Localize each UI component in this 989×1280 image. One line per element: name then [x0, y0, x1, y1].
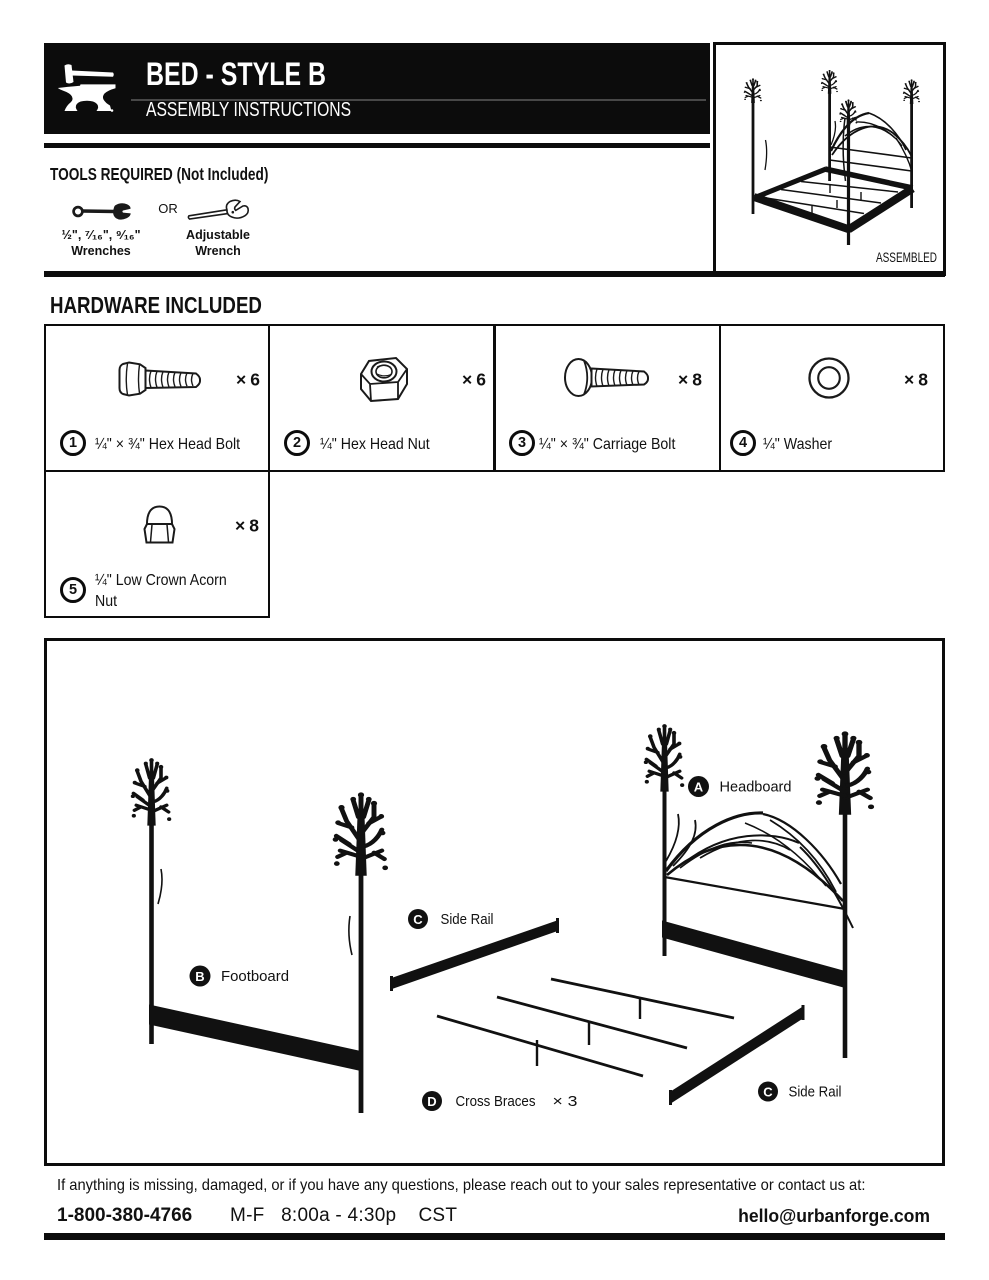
svg-text:Side Rail: Side Rail: [441, 912, 494, 928]
svg-text:× 6: × 6: [462, 370, 486, 390]
svg-text:C: C: [763, 1085, 773, 1100]
svg-text:Side Rail: Side Rail: [789, 1085, 842, 1101]
svg-text:C: C: [413, 912, 423, 927]
svg-text:Cross Braces: Cross Braces: [456, 1094, 536, 1110]
svg-text:ASSEMBLED: ASSEMBLED: [876, 249, 937, 265]
svg-text:Headboard: Headboard: [720, 780, 792, 796]
svg-text:Footboard: Footboard: [221, 969, 289, 985]
svg-text:× 8: × 8: [678, 370, 702, 390]
svg-text:B: B: [195, 969, 204, 984]
svg-text:D: D: [427, 1094, 436, 1109]
svg-text:× 6: × 6: [236, 370, 260, 390]
svg-text:× 8: × 8: [904, 370, 928, 390]
svg-text:× 8: × 8: [235, 515, 259, 535]
svg-text:× 3: × 3: [553, 1093, 578, 1110]
svg-text:A: A: [694, 780, 704, 795]
